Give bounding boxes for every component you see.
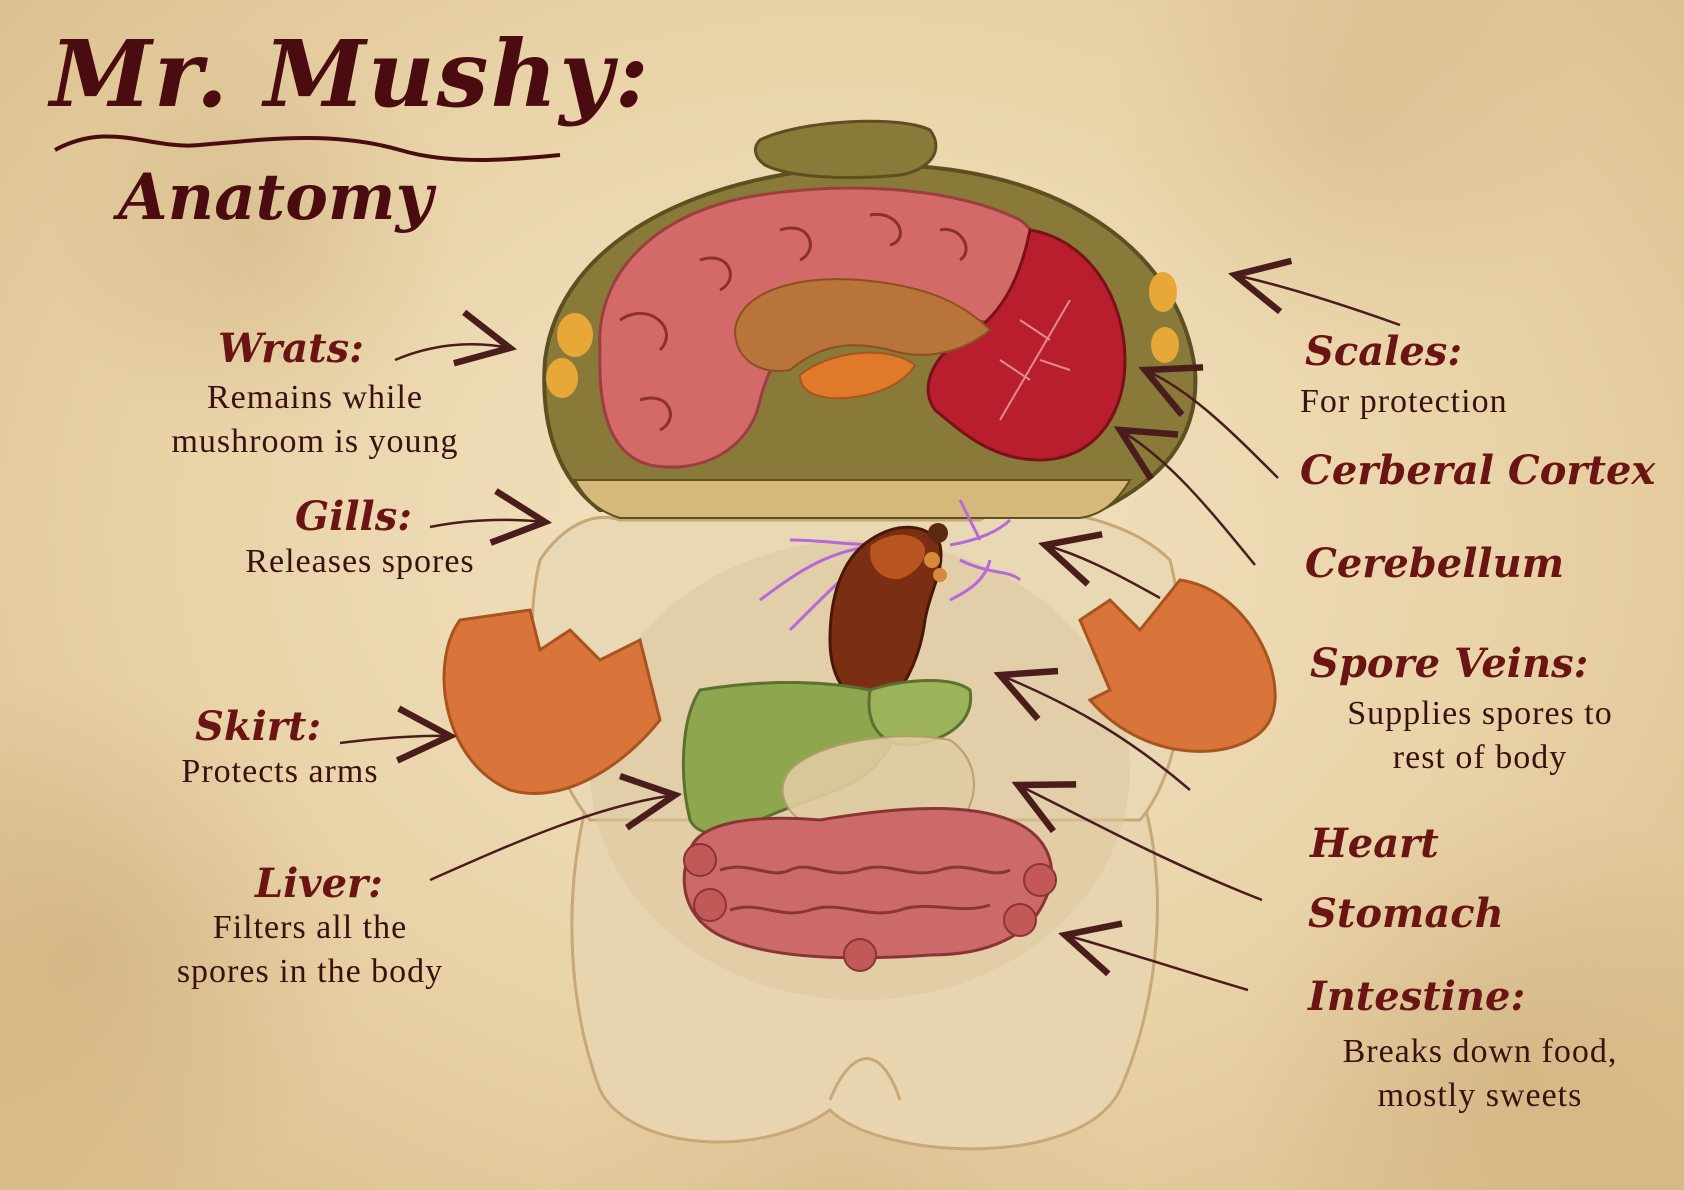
leader-arrows xyxy=(339,275,1401,992)
arrow-heart xyxy=(1000,675,1191,791)
label-scales: Scales: xyxy=(1305,328,1463,375)
desc-gills-line1: Releases spores xyxy=(245,543,475,580)
label-gills: Gills: xyxy=(295,493,413,540)
label-stomach: Stomach xyxy=(1308,890,1504,937)
desc-wrats-line1: Remains while xyxy=(206,379,424,416)
title-underline xyxy=(54,134,561,162)
label-cerebral-cortex: Cerberal Cortex xyxy=(1300,447,1656,494)
page-title: Mr. Mushy: xyxy=(50,20,651,128)
desc-wrats: Remains while mushroom is young xyxy=(120,376,510,464)
desc-liver-line1: Filters all the xyxy=(212,909,408,946)
arrow-wrats xyxy=(394,344,510,360)
label-liver: Liver: xyxy=(255,860,383,907)
desc-spore-veins: Supplies spores to rest of body xyxy=(1290,692,1670,780)
label-intestine: Intestine: xyxy=(1308,973,1526,1020)
desc-intestine-line2: mostly sweets xyxy=(1377,1077,1583,1114)
desc-scales: For protection xyxy=(1300,380,1600,424)
arrow-scales xyxy=(1235,275,1401,327)
desc-liver-line2: spores in the body xyxy=(176,953,444,990)
label-heart: Heart xyxy=(1310,820,1439,867)
desc-skirt: Protects arms xyxy=(135,750,425,794)
desc-wrats-line2: mushroom is young xyxy=(171,423,459,460)
page-subtitle: Anatomy xyxy=(118,160,433,235)
arrow-cortex xyxy=(1145,370,1279,479)
desc-intestine: Breaks down food, mostly sweets xyxy=(1290,1030,1670,1118)
arrow-cerebellum xyxy=(1120,430,1256,566)
desc-gills: Releases spores xyxy=(190,540,530,584)
right-skirt xyxy=(1078,578,1277,753)
desc-scales-line1: For protection xyxy=(1300,383,1508,420)
label-spore-veins: Spore Veins: xyxy=(1310,640,1589,687)
midbrain xyxy=(733,278,992,400)
arrow-stomach xyxy=(1018,785,1263,902)
intestine xyxy=(682,806,1057,972)
arrow-spore-veins xyxy=(1045,545,1161,600)
arrow-skirt xyxy=(339,736,450,743)
arrow-gills xyxy=(429,520,545,527)
arrow-liver xyxy=(429,795,675,882)
label-wrats: Wrats: xyxy=(218,325,364,372)
left-skirt xyxy=(442,608,662,795)
desc-spore-veins-line1: Supplies spores to xyxy=(1347,695,1613,732)
desc-spore-veins-line2: rest of body xyxy=(1392,739,1568,776)
desc-skirt-line1: Protects arms xyxy=(181,753,379,790)
label-cerebellum: Cerebellum xyxy=(1305,540,1565,587)
arrow-intestine xyxy=(1065,935,1249,992)
desc-liver: Filters all the spores in the body xyxy=(120,906,500,994)
desc-intestine-line1: Breaks down food, xyxy=(1342,1033,1618,1070)
liver xyxy=(681,679,973,835)
label-skirt: Skirt: xyxy=(195,703,322,750)
